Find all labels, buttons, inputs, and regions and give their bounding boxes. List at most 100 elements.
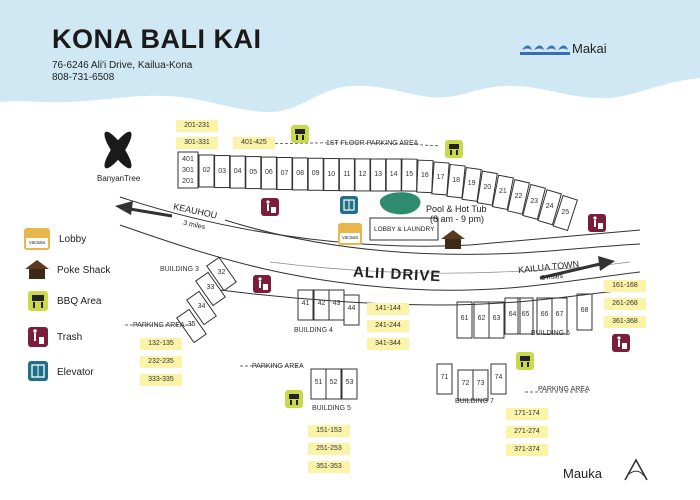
legend-poke-shack-label: Poke Shack (57, 265, 111, 276)
unit-range-tag: 141-144 (367, 303, 409, 315)
trash-icon (28, 327, 48, 347)
unit-box (490, 363, 507, 395)
unit-label: 41 (301, 300, 310, 307)
vacasa-icon: vacasa (24, 228, 50, 250)
unit-range-tag: 361-368 (604, 316, 646, 328)
unit-box (214, 155, 231, 189)
unit-range-tag: 132-135 (140, 338, 182, 350)
parking-b5-label: PARKING AREA (252, 363, 304, 370)
unit-label: 07 (280, 169, 289, 177)
unit-label: 53 (345, 379, 354, 386)
unit-label: 03 (218, 167, 226, 175)
parking-b3-label: PARKING AREA (133, 322, 185, 329)
unit-label: 44 (347, 305, 356, 312)
unit-label: 67 (555, 311, 564, 318)
unit-label: 06 (264, 169, 273, 177)
unit-box (292, 157, 309, 191)
grill-icon (516, 352, 534, 370)
building-6-label: BUILDING 6 (531, 330, 570, 337)
grill-icon (28, 291, 48, 311)
building-6-boxes (456, 293, 593, 339)
unit-label: 19 (467, 180, 476, 188)
trash-icon (261, 198, 279, 216)
unit-label: 62 (477, 315, 486, 322)
pool-hours: (8 am - 9 pm) (430, 214, 485, 224)
lobby-building (369, 217, 439, 241)
unit-label: 21 (498, 188, 507, 196)
elevator-icon (28, 361, 48, 381)
unit-label: 51 (314, 379, 323, 386)
unit-label: 64 (508, 311, 517, 318)
unit-box (229, 155, 246, 189)
building-5-label: BUILDING 5 (312, 405, 351, 412)
keauhou-arrowhead (115, 201, 133, 215)
elevator-icon (340, 196, 358, 214)
unit-label: 66 (540, 311, 549, 318)
unit-box (260, 156, 277, 190)
banyan-tree-label: BanyanTree (97, 174, 141, 183)
unit-label: 301 (182, 167, 194, 174)
unit-label: 63 (492, 315, 501, 322)
page-title: KONA BALI KAI (52, 24, 262, 54)
unit-label: 16 (420, 172, 429, 180)
pool (379, 192, 421, 215)
building-4-boxes (297, 289, 360, 326)
vacasa-wordmark: vacasa (26, 238, 48, 248)
unit-box (341, 368, 358, 400)
mauka-logo-icon (624, 458, 648, 481)
phone-number: 808-731-6508 (52, 72, 115, 83)
unit-box (472, 369, 489, 401)
road-edge-upper (224, 219, 641, 255)
mauka-label: Mauka (563, 466, 603, 481)
unit-box (552, 194, 579, 232)
unit-label: 20 (483, 184, 492, 192)
unit-label: 201 (182, 178, 194, 185)
unit-box (522, 183, 546, 220)
grill-icon (285, 390, 303, 408)
unit-label: 43 (332, 300, 341, 307)
makai-label: Makai (572, 41, 607, 56)
unit-label: 74 (494, 374, 503, 381)
unit-label: 73 (476, 380, 485, 387)
unit-box (401, 158, 418, 192)
unit-label: 25 (561, 209, 570, 216)
unit-label: 32 (217, 269, 226, 276)
unit-box (370, 158, 387, 192)
unit-box (206, 256, 237, 292)
unit-label: 72 (461, 380, 470, 387)
unit-label: 04 (233, 168, 242, 176)
unit-box (186, 290, 217, 326)
unit-range-tag: 301-331 (176, 137, 218, 149)
road-edge-lower (119, 224, 641, 291)
unit-label: 35 (187, 321, 196, 328)
unit-label: 61 (460, 315, 469, 322)
legend-lobby-label: Lobby (59, 234, 87, 245)
unit-label: 65 (521, 311, 530, 318)
address: 76-6246 Ali'i Drive, Kailua-Kona (52, 60, 193, 71)
unit-range-tag: 371-374 (506, 444, 548, 456)
unit-range-tag: 341-344 (367, 338, 409, 350)
unit-range-tag: 241-244 (367, 320, 409, 332)
makai-wave-icon (520, 45, 570, 55)
unit-label: 22 (514, 192, 523, 200)
unit-range-tag: 171-174 (506, 408, 548, 420)
unit-range-tag: 251-253 (308, 443, 350, 455)
building-7-label: BUILDING 7 (455, 398, 494, 405)
unit-range-tag: 261-268 (604, 298, 646, 310)
unit-range-tag: 401-425 (233, 137, 275, 149)
grill-icon (445, 140, 463, 158)
unit-label: 23 (530, 197, 538, 205)
unit-label: 71 (440, 374, 449, 381)
unit-box (491, 174, 514, 211)
unit-label: 42 (317, 300, 326, 307)
main-row-boxes (198, 154, 579, 232)
lobby-laundry-label: LOBBY & LAUNDRY (374, 226, 435, 233)
unit-label: 17 (436, 174, 445, 182)
unit-box (198, 154, 215, 188)
unit-box (323, 158, 340, 192)
main-building (177, 151, 199, 189)
trash-icon (612, 334, 630, 352)
unit-box (176, 308, 207, 344)
unit-box (488, 301, 505, 339)
